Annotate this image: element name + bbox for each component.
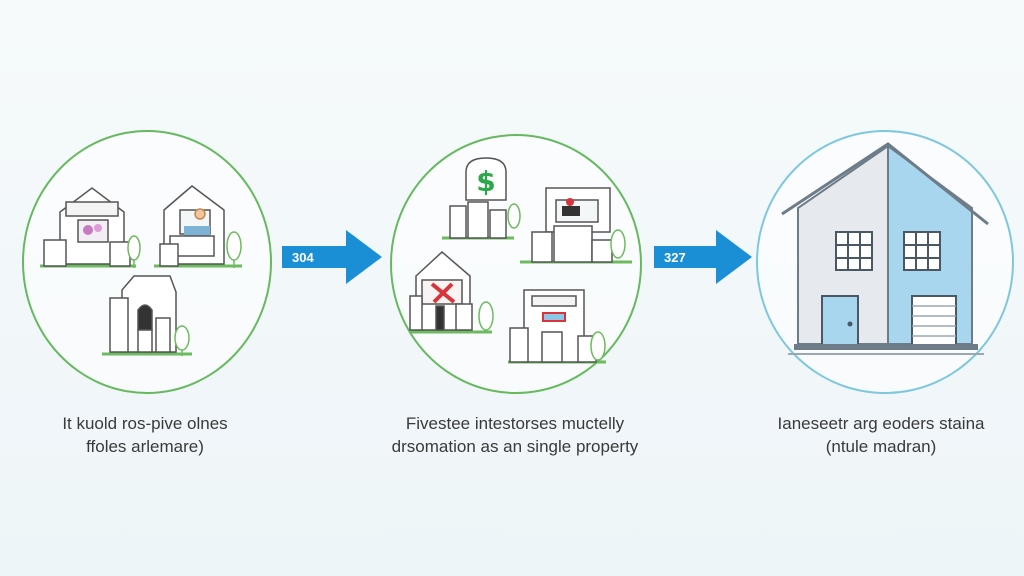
step-1-caption: It kuold ros-pive olnes ffoles arlemare) [30, 412, 260, 458]
step-2-investors: $ [409, 157, 632, 364]
arrow-2: 327 [650, 226, 756, 288]
step-1-caption-line-2: ffoles arlemare) [86, 437, 204, 456]
step-3-circle [756, 130, 1014, 394]
arrow-1-label: 304 [292, 250, 314, 265]
step-1-caption-line-1: It kuold ros-pive olnes [62, 414, 228, 433]
house-icon [159, 185, 225, 267]
house-icon [109, 275, 177, 353]
arrow-2-label: 327 [664, 250, 686, 265]
large-house-icon [781, 142, 989, 355]
step-3-caption-line-2: (ntule madran) [825, 437, 937, 456]
arrow-right-icon [654, 230, 752, 284]
step-1-circle [22, 130, 272, 394]
arrow-right-icon [282, 230, 382, 284]
step-2-caption-line-1: Fivestee intestorses muctelly [405, 414, 625, 433]
svg-text:$: $ [476, 165, 495, 198]
dollar-icon: $ [449, 157, 521, 239]
step-2-caption: Fivestee intestorses muctelly drsomation… [370, 412, 660, 458]
arrow-1: 304 [278, 226, 386, 288]
step-3-caption: Ianeseetr arg eoders staina (ntule madra… [746, 412, 1016, 458]
house-icon [43, 187, 131, 267]
house-icon [531, 187, 613, 263]
step-2-circle: $ [390, 134, 642, 394]
step-1-houses [40, 185, 242, 356]
house-icon [509, 289, 597, 363]
step-2-caption-line-2: drsomation as an single property [391, 437, 639, 456]
step-3-caption-line-1: Ianeseetr arg eoders staina [777, 414, 985, 433]
house-icon [409, 250, 473, 331]
